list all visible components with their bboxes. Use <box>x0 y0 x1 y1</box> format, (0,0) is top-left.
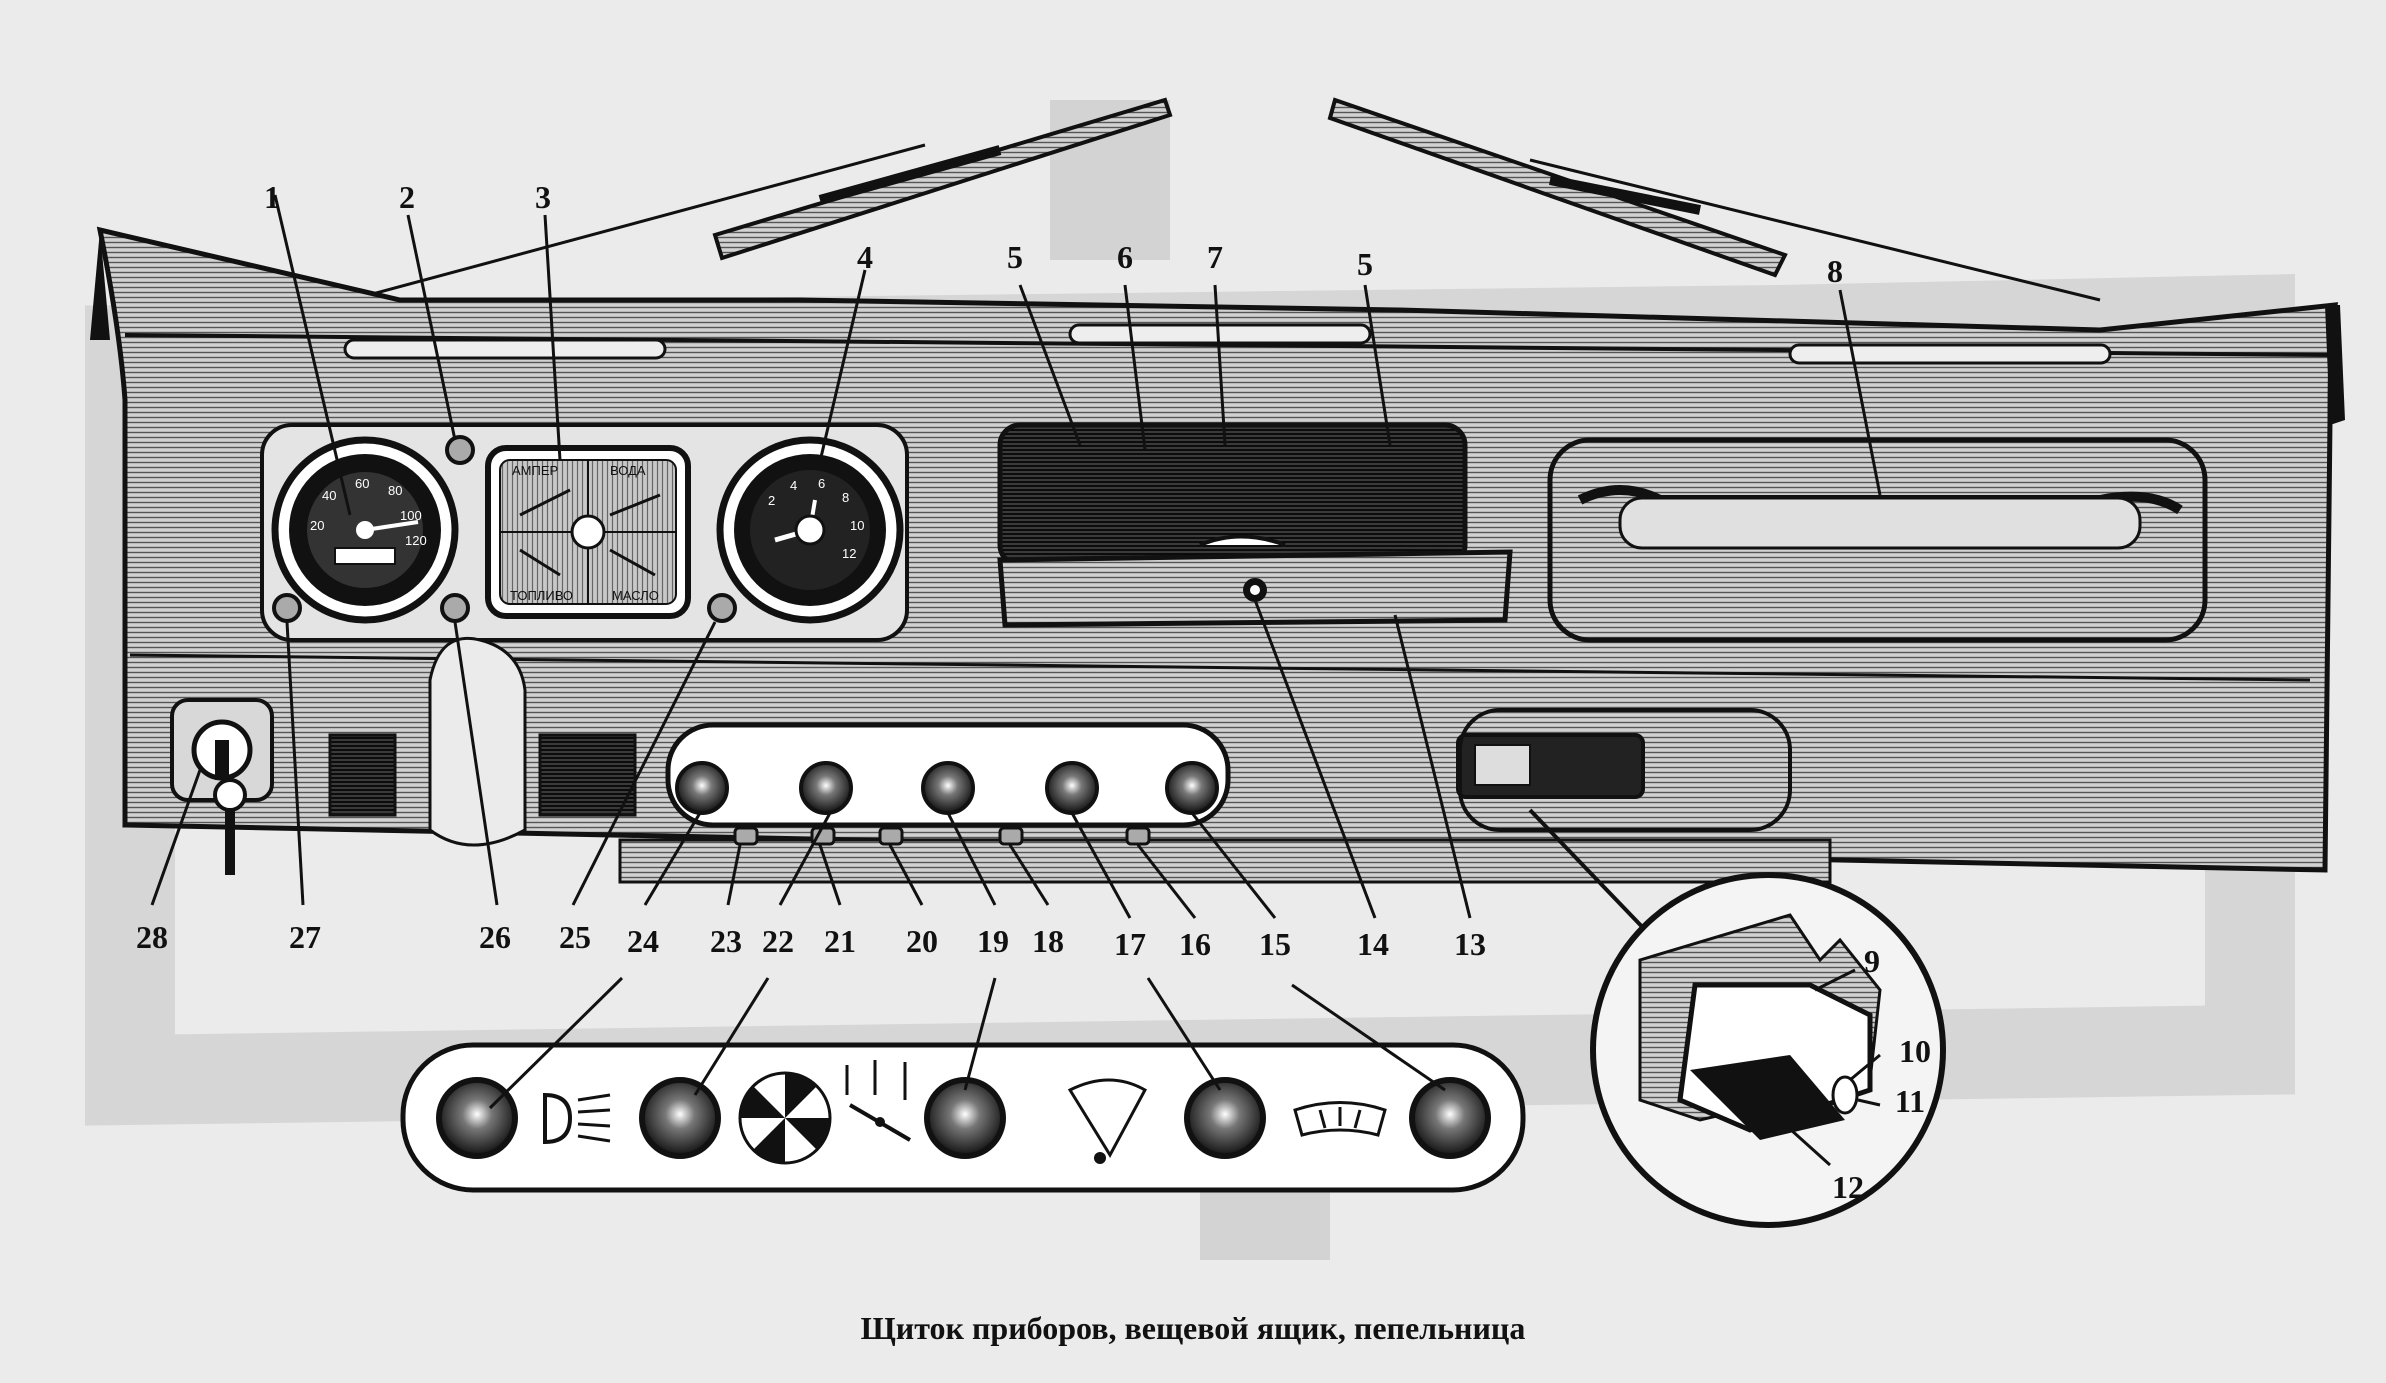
combination-gauge: АМПЕР ВОДА ТОПЛИВО МАСЛО <box>485 445 691 619</box>
callout-22: 22 <box>762 923 794 959</box>
choke-icon <box>845 1060 912 1142</box>
callout-1: 1 <box>264 179 280 215</box>
clock-gauge: 2 4 6 8 10 12 <box>716 436 904 624</box>
callout-13: 13 <box>1454 926 1486 962</box>
speedometer-label-40: 40 <box>322 488 336 503</box>
callout-14: 14 <box>1357 926 1389 962</box>
combo-label-toplivo: ТОПЛИВО <box>510 588 573 603</box>
callout-5a: 5 <box>1007 239 1023 275</box>
switch-knob-15[interactable] <box>1165 761 1219 815</box>
wiper-icon <box>1293 1101 1387 1137</box>
right-wiper <box>1327 97 2101 302</box>
callout-26: 26 <box>479 919 511 955</box>
callout-18: 18 <box>1032 923 1064 959</box>
clock-label-6: 6 <box>818 476 825 491</box>
indicator-lamp-2 <box>445 435 475 465</box>
callout-2: 2 <box>399 179 415 215</box>
clock-label-2: 2 <box>768 493 775 508</box>
switch-panel-detail <box>400 1042 1526 1193</box>
callout-6: 6 <box>1117 239 1133 275</box>
speedometer-label-100: 100 <box>400 508 422 523</box>
clock-label-8: 8 <box>842 490 849 505</box>
indicator-lamp-25 <box>707 593 737 623</box>
ashtray-detail-circle <box>1528 808 1946 1228</box>
ashtray <box>1456 708 1792 832</box>
callout-15: 15 <box>1259 926 1291 962</box>
switch-knob-19[interactable] <box>921 761 975 815</box>
ignition-area <box>170 636 637 875</box>
callout-21: 21 <box>824 923 856 959</box>
switch-knob-17[interactable] <box>1045 761 1099 815</box>
fan-icon <box>738 1071 832 1165</box>
callout-19: 19 <box>977 923 1009 959</box>
callout-labels: 1 2 3 4 5 6 7 5 8 9 10 11 12 13 14 15 16… <box>136 179 1931 1205</box>
callout-8: 8 <box>1827 253 1843 289</box>
fuel-gauge-icon <box>1067 1078 1148 1164</box>
callout-12: 12 <box>1832 1169 1864 1205</box>
combo-label-voda: ВОДА <box>610 463 646 478</box>
speedometer: 20 40 60 80 100 120 <box>271 436 459 624</box>
combo-label-maslo: МАСЛО <box>612 588 659 603</box>
callout-24: 24 <box>627 923 659 959</box>
small-toggles <box>733 826 1151 846</box>
callout-28: 28 <box>136 919 168 955</box>
callout-5b: 5 <box>1357 246 1373 282</box>
callout-16: 16 <box>1179 926 1211 962</box>
headlight-icon <box>543 1092 611 1145</box>
callout-10: 10 <box>1899 1033 1931 1069</box>
callout-17: 17 <box>1114 926 1146 962</box>
callout-20: 20 <box>906 923 938 959</box>
left-wiper <box>349 97 1173 302</box>
indicator-lamp-26 <box>440 593 470 623</box>
callout-9: 9 <box>1864 943 1880 979</box>
indicator-lamp-27 <box>272 593 302 623</box>
speedometer-label-80: 80 <box>388 483 402 498</box>
right-glovebox-recess <box>1547 437 2208 643</box>
clock-label-4: 4 <box>790 478 797 493</box>
clock-label-12: 12 <box>842 546 856 561</box>
callout-27: 27 <box>289 919 321 955</box>
callout-23: 23 <box>710 923 742 959</box>
clock-label-10: 10 <box>850 518 864 533</box>
callout-11: 11 <box>1895 1083 1925 1119</box>
speedometer-label-20: 20 <box>310 518 324 533</box>
figure-caption: Щиток приборов, вещевой ящик, пепельница <box>860 1310 1526 1346</box>
leader-lines <box>150 194 1882 1167</box>
callout-25: 25 <box>559 919 591 955</box>
switch-knob-24[interactable] <box>675 761 729 815</box>
switch-knob-22[interactable] <box>799 761 853 815</box>
combo-label-amper: АМПЕР <box>512 463 558 478</box>
callout-7: 7 <box>1207 239 1223 275</box>
glove-box <box>997 422 1513 628</box>
callout-3: 3 <box>535 179 551 215</box>
speedometer-label-60: 60 <box>355 476 369 491</box>
callout-4: 4 <box>857 239 873 275</box>
speedometer-label-120: 120 <box>405 533 427 548</box>
